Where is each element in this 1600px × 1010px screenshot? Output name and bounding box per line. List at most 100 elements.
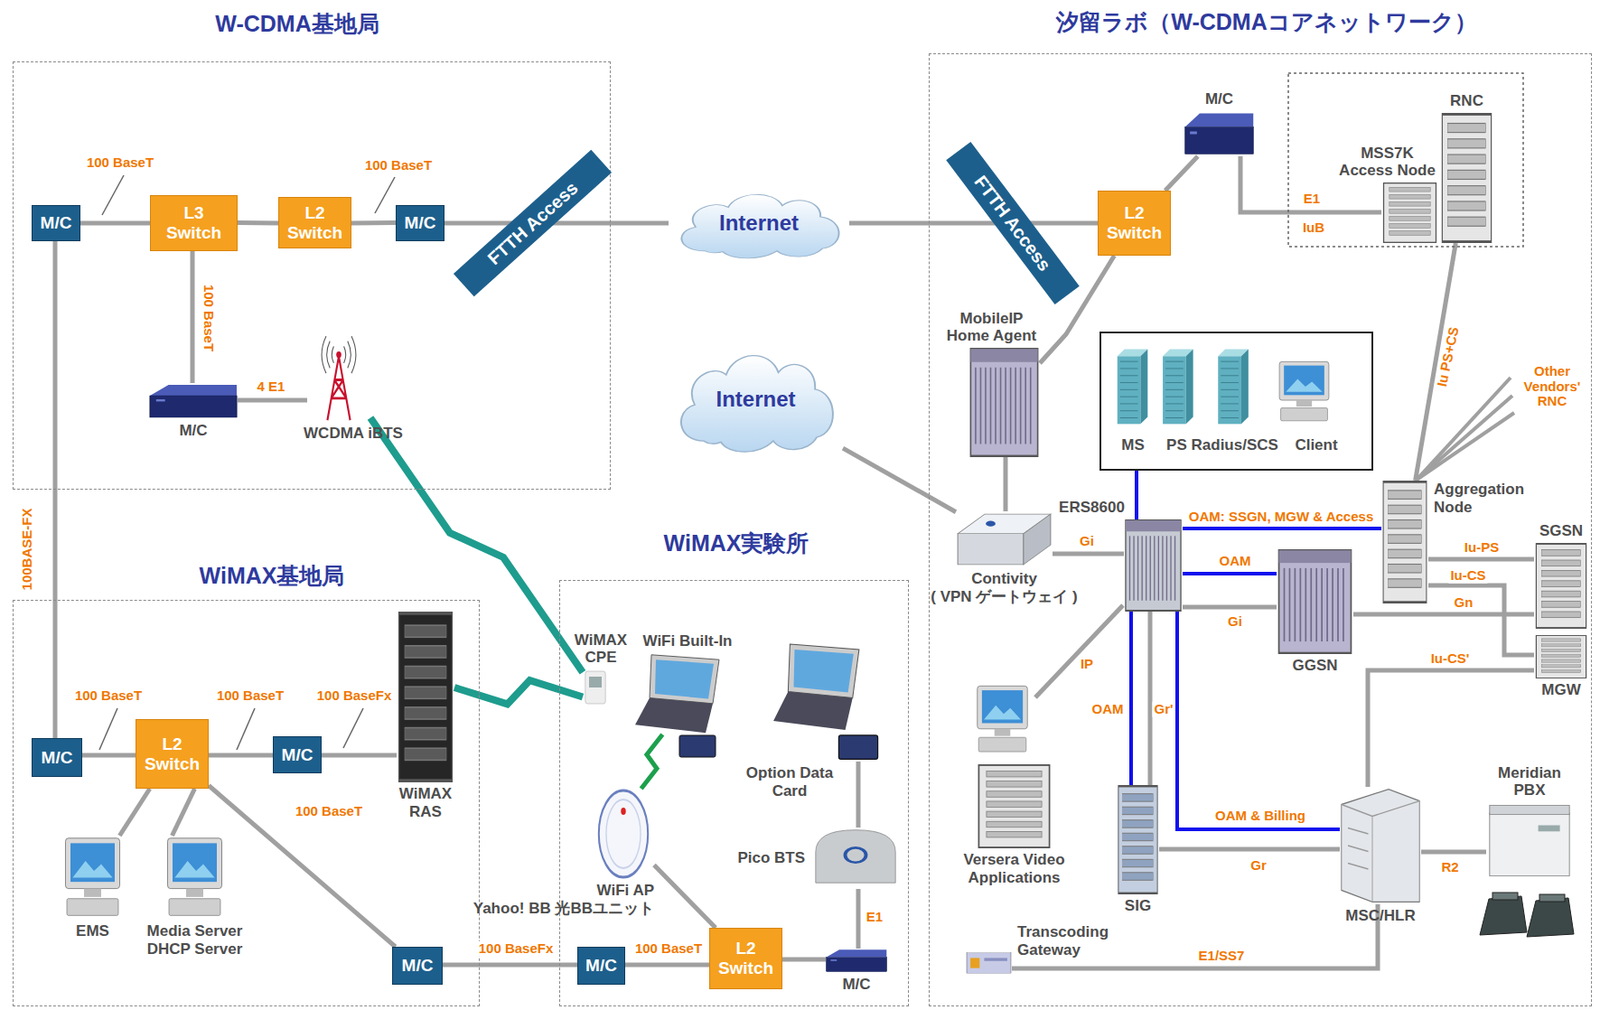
- region-title: WiMAX実験所: [664, 530, 810, 557]
- rack-node: Versera Video Applications: [975, 764, 1053, 849]
- label-group: M/C: [1205, 90, 1234, 112]
- chassis-icon: [968, 347, 1040, 458]
- node-label: M/C: [40, 213, 73, 234]
- network-link: [119, 788, 150, 836]
- link-label: 100 BaseT: [293, 804, 365, 820]
- dev-icon: [149, 383, 238, 420]
- label-group: L2 Switch: [710, 928, 782, 989]
- network-link: [1421, 850, 1487, 855]
- chassis-node: GGSN: [1276, 549, 1354, 655]
- network-link: [1182, 605, 1277, 610]
- label-group: Internet: [668, 183, 850, 263]
- chassis-icon: [1276, 549, 1354, 655]
- link-label: 100 BaseT: [84, 155, 156, 171]
- network-link: [1011, 904, 1378, 969]
- node-label: MGW: [1541, 681, 1581, 700]
- network-link: [856, 761, 861, 828]
- region-title: W-CDMA基地局: [215, 10, 379, 38]
- node-label: M/C: [842, 975, 871, 994]
- node-label: Contivity: [930, 570, 1077, 589]
- ant-icon: [307, 337, 371, 422]
- label-group: M/C: [178, 419, 207, 440]
- mc-node: M/C: [31, 205, 81, 242]
- node-label: L3 Switch: [164, 203, 225, 244]
- cpe-icon: [582, 669, 609, 706]
- rack-node: SGSN: [1534, 542, 1589, 629]
- vendor-links: [1416, 377, 1515, 480]
- label-group: L2 Switch: [1098, 191, 1170, 255]
- node-label: ( VPN ゲートウェイ ): [930, 588, 1077, 607]
- network-link: [1353, 612, 1535, 618]
- node-label: MSS7K Access Node: [1337, 144, 1439, 180]
- mc-node: M/C: [272, 736, 322, 774]
- node-label: Pico BTS: [737, 849, 805, 868]
- label-group: WiMAX実験所: [664, 530, 810, 557]
- link-label: 100 BaseT: [363, 158, 434, 174]
- node-label: WiMAX CPE: [569, 631, 633, 667]
- node-label: MSC/HLR: [1345, 907, 1415, 926]
- rack-node: Aggregation Node: [1381, 480, 1429, 604]
- sig-node: SIG: [1116, 785, 1160, 895]
- label-group: Pico BTS: [737, 849, 813, 868]
- label-group: WiMAX CPE: [569, 631, 633, 670]
- label-group: L2 Switch: [136, 720, 208, 788]
- label-group: M/C: [396, 205, 444, 241]
- dev-icon: [1184, 111, 1254, 157]
- sig-icon: [1116, 785, 1160, 895]
- node-label: SIG: [1124, 897, 1151, 916]
- dev-icon: [825, 948, 888, 974]
- network-link: [53, 241, 58, 739]
- label-group: WiMAX基地局: [199, 562, 346, 590]
- label-group: M/C: [392, 947, 442, 984]
- pbx-node: Meridian PBX: [1486, 802, 1573, 880]
- link-label: E1: [1301, 191, 1322, 207]
- label-group: M/C: [32, 739, 82, 777]
- node-label: Internet: [719, 210, 799, 236]
- network-link: [442, 963, 578, 968]
- dev-node: M/C: [825, 948, 888, 974]
- network-link: [82, 753, 136, 758]
- node-label: Meridian PBX: [1488, 764, 1571, 800]
- pico-node: Pico BTS: [812, 827, 899, 889]
- link-label: Gi: [1077, 533, 1096, 550]
- node-label: M/C: [41, 748, 74, 768]
- network-link: [1148, 611, 1153, 786]
- label-group: Aggregation Node: [1428, 480, 1534, 516]
- link-label: Gr: [1248, 858, 1269, 874]
- group-box: [1288, 73, 1524, 247]
- label-group: FTTH Access: [945, 141, 1080, 305]
- node-label: Transcoding Gateway: [1017, 923, 1119, 959]
- network-link: [237, 398, 308, 403]
- node-label: FTTH Access: [970, 171, 1056, 275]
- mc-node: M/C: [577, 946, 626, 985]
- node-label: M/C: [1205, 90, 1234, 109]
- region-node: WiMAX実験所WiMAX CPEWiFi Built-InOption Dat…: [559, 580, 909, 1007]
- link-label: Iu PS+CS: [1434, 324, 1463, 391]
- node-label: Yahoo! BB 光BBユニット: [473, 899, 655, 918]
- node-label: M/C: [585, 955, 618, 976]
- node-label: M/C: [178, 421, 207, 440]
- network-link: [856, 888, 861, 949]
- network-link: [1029, 221, 1098, 226]
- node-label: PS Radius/SCS: [1166, 436, 1279, 455]
- label-group: ERS8600: [1058, 498, 1125, 520]
- node-label: L2 Switch: [1104, 203, 1165, 244]
- rack-node: MGW: [1534, 635, 1589, 679]
- msc-node: MSC/HLR: [1339, 786, 1422, 905]
- sw-node: L2 Switch: [135, 719, 209, 789]
- msc-icon: [1339, 786, 1422, 905]
- sw-node: L3 Switch: [149, 195, 238, 252]
- label-group: SIG: [1124, 894, 1151, 916]
- label-group: MSS7K Access Node: [1337, 144, 1439, 183]
- sw-node: L2 Switch: [1097, 190, 1171, 256]
- data-card: [679, 735, 716, 758]
- sw-node: L2 Switch: [278, 196, 352, 249]
- network-link: [351, 220, 396, 226]
- node-label: Option Data Card: [736, 764, 843, 800]
- pc-node: EMS: [56, 835, 129, 920]
- label-group: GGSN: [1291, 654, 1338, 675]
- link-label: Gn: [1452, 595, 1476, 611]
- label-group: M/C: [842, 973, 871, 994]
- rack-icon: [1440, 112, 1494, 244]
- node-label: MobileIP Home Agent: [937, 309, 1047, 346]
